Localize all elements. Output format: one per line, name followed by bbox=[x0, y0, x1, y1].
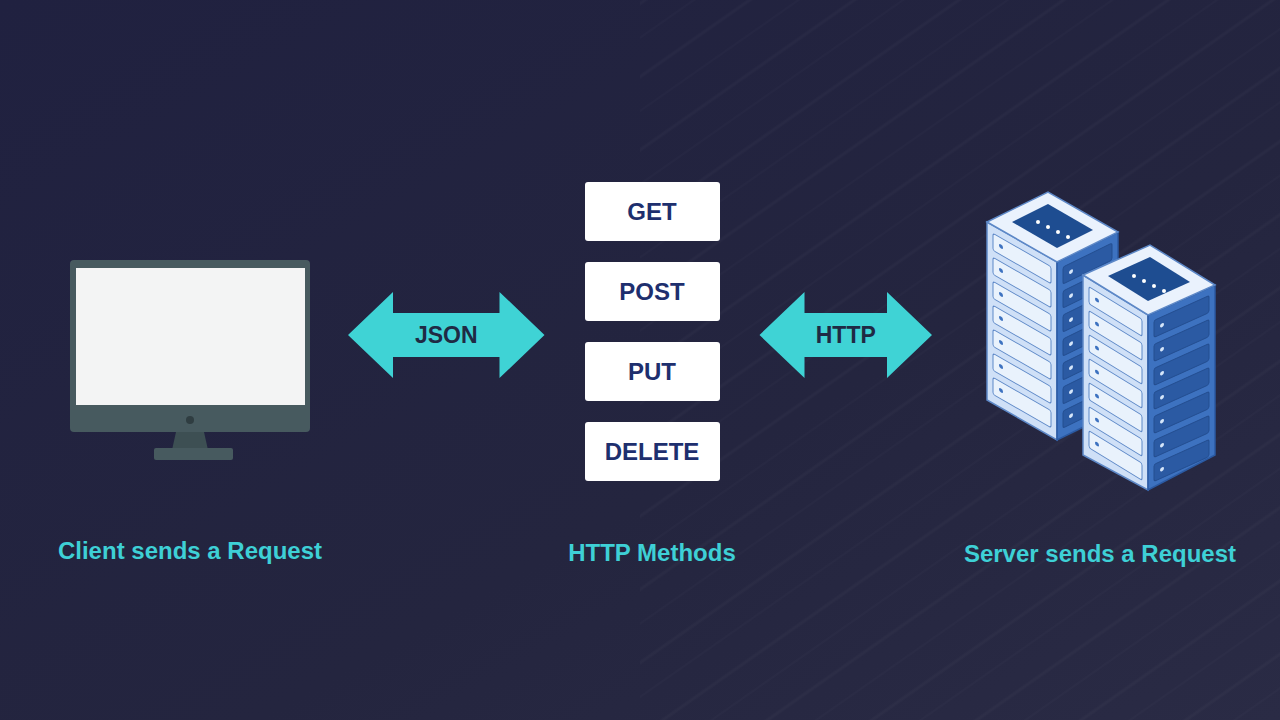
server-led bbox=[999, 387, 1003, 393]
method-box: POST bbox=[585, 262, 720, 321]
server-led bbox=[1095, 345, 1099, 351]
server-led bbox=[1160, 418, 1164, 424]
server-led bbox=[1160, 394, 1164, 400]
node-text: HTTP Methods bbox=[568, 539, 736, 567]
server-icon bbox=[987, 192, 1215, 490]
server-led bbox=[1160, 346, 1164, 352]
server-led bbox=[1069, 293, 1073, 299]
server-led bbox=[999, 243, 1003, 249]
server-led bbox=[1160, 370, 1164, 376]
server-led bbox=[1095, 297, 1099, 303]
server-slot bbox=[1089, 431, 1142, 481]
server-slot bbox=[1154, 440, 1209, 482]
server-led bbox=[1160, 466, 1164, 472]
monitor-icon bbox=[70, 260, 310, 460]
endpoint-node: Server sends a Request bbox=[940, 185, 1260, 572]
server-led bbox=[1069, 389, 1073, 395]
arrow-label: JSON bbox=[415, 322, 478, 349]
method-box: DELETE bbox=[585, 422, 720, 481]
node-text: PUT bbox=[628, 358, 676, 386]
node-text: GET bbox=[627, 198, 676, 226]
method-group: HTTP Methods GET POST PUT DELETE bbox=[553, 182, 752, 571]
double-arrow bbox=[348, 292, 545, 378]
server-led bbox=[999, 339, 1003, 345]
server-led bbox=[999, 315, 1003, 321]
server-led bbox=[1160, 322, 1164, 328]
background-streaks bbox=[640, 0, 1280, 720]
method-box: GET bbox=[585, 182, 720, 241]
method-box: PUT bbox=[585, 342, 720, 401]
double-arrow bbox=[760, 292, 933, 378]
server-led bbox=[999, 267, 1003, 273]
server-led bbox=[999, 363, 1003, 369]
server-led bbox=[1069, 269, 1073, 275]
node-text: DELETE bbox=[605, 438, 700, 466]
node-text: Client sends a Request bbox=[58, 537, 322, 565]
arrow-label: HTTP bbox=[816, 322, 876, 349]
node-text: POST bbox=[619, 278, 684, 306]
server-slot bbox=[993, 377, 1051, 427]
server-led bbox=[1069, 317, 1073, 323]
server-led bbox=[1095, 441, 1099, 447]
server-led bbox=[1095, 369, 1099, 375]
server-led bbox=[1069, 413, 1073, 419]
server-led bbox=[1095, 393, 1099, 399]
server-led bbox=[1069, 341, 1073, 347]
server-led bbox=[1069, 365, 1073, 371]
server-led bbox=[1095, 321, 1099, 327]
endpoint-node: Client sends a Request bbox=[40, 255, 340, 569]
server-led bbox=[1095, 417, 1099, 423]
server-led bbox=[1160, 442, 1164, 448]
node-text: Server sends a Request bbox=[964, 540, 1236, 568]
server-led bbox=[999, 291, 1003, 297]
